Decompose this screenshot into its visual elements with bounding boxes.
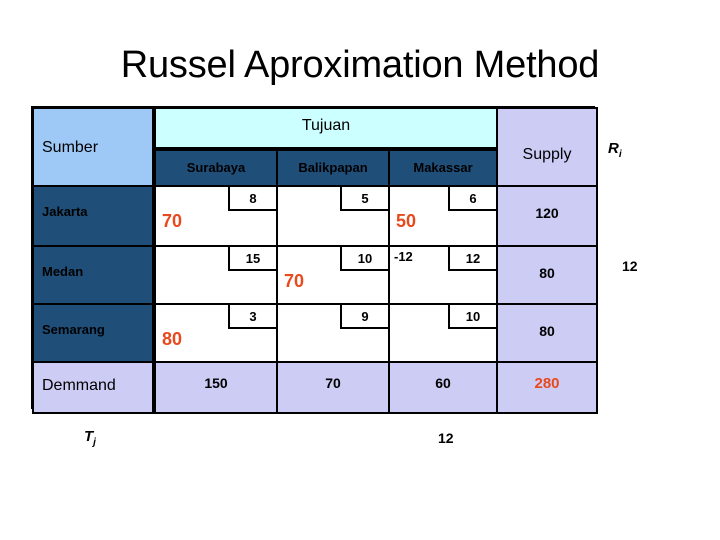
row-label-jakarta: Jakarta <box>32 185 154 247</box>
header-dest-balikpapan: Balikpapan <box>276 149 390 187</box>
header-dest-surabaya-label: Surabaya <box>186 160 246 175</box>
cell-jakarta-balikpapan[interactable]: 5 <box>276 185 390 247</box>
allocation-jakarta-makassar: 50 <box>396 211 417 231</box>
header-tujuan-label: Tujuan <box>301 117 351 134</box>
header-dest-makassar: Makassar <box>388 149 498 187</box>
ri-label: Ri <box>608 140 622 160</box>
cost-semarang-makassar: 10 <box>448 305 496 329</box>
allocation-jakarta-surabaya: 70 <box>162 211 183 231</box>
header-dest-makassar-label: Makassar <box>413 160 473 175</box>
header-dest-surabaya: Surabaya <box>154 149 278 187</box>
demand-surabaya-value: 150 <box>204 375 228 391</box>
header-tujuan: Tujuan <box>154 107 498 149</box>
tj-makassar-value: 12 <box>438 430 454 446</box>
cell-jakarta-makassar[interactable]: 6 50 <box>388 185 498 247</box>
cell-semarang-balikpapan[interactable]: 9 <box>276 303 390 363</box>
cell-medan-surabaya[interactable]: 15 <box>154 245 278 305</box>
cell-semarang-surabaya[interactable]: 3 80 <box>154 303 278 363</box>
cost-medan-surabaya: 15 <box>228 247 276 271</box>
cell-semarang-makassar[interactable]: 10 <box>388 303 498 363</box>
demand-balikpapan: 70 <box>276 361 390 414</box>
cost-jakarta-balikpapan: 5 <box>340 187 388 211</box>
supply-semarang: 80 <box>496 303 598 363</box>
supply-jakarta: 120 <box>496 185 598 247</box>
row-label-medan-text: Medan <box>42 264 84 279</box>
total-value: 280 <box>534 375 560 392</box>
allocation-semarang-surabaya: 80 <box>162 329 183 349</box>
cost-semarang-surabaya: 3 <box>228 305 276 329</box>
cell-medan-makassar[interactable]: -12 12 <box>388 245 498 305</box>
cost-jakarta-makassar: 6 <box>448 187 496 211</box>
supply-medan-value: 80 <box>539 265 555 281</box>
tj-label-subscript: j <box>93 437 97 448</box>
tj-label: Tj <box>84 428 96 448</box>
demand-balikpapan-value: 70 <box>325 375 341 391</box>
supply-jakarta-value: 120 <box>535 205 559 221</box>
ri-medan-value: 12 <box>622 258 638 274</box>
header-dest-balikpapan-label: Balikpapan <box>298 160 368 175</box>
ri-label-main: R <box>608 140 619 157</box>
total-cell: 280 <box>496 361 598 414</box>
ri-label-subscript: i <box>618 149 622 160</box>
delta-medan-makassar: -12 <box>394 249 413 264</box>
header-sumber-label: Sumber <box>42 139 99 156</box>
cost-semarang-balikpapan: 9 <box>340 305 388 329</box>
demand-makassar-value: 60 <box>435 375 451 391</box>
row-label-semarang-text: Semarang <box>42 322 105 337</box>
tj-label-main: T <box>84 428 94 445</box>
cost-jakarta-surabaya: 8 <box>228 187 276 211</box>
header-supply: Supply <box>496 107 598 187</box>
row-label-medan: Medan <box>32 245 154 305</box>
row-label-semarang: Semarang <box>32 303 154 363</box>
demand-surabaya: 150 <box>154 361 278 414</box>
cell-medan-balikpapan[interactable]: 10 70 <box>276 245 390 305</box>
page-title: Russel Aproximation Method <box>120 44 600 86</box>
header-sumber: Sumber <box>32 107 154 187</box>
cell-jakarta-surabaya[interactable]: 8 70 <box>154 185 278 247</box>
demand-makassar: 60 <box>388 361 498 414</box>
row-label-demmand-text: Demmand <box>42 377 116 394</box>
supply-semarang-value: 80 <box>539 323 555 339</box>
allocation-medan-balikpapan: 70 <box>284 271 305 291</box>
cost-medan-balikpapan: 10 <box>340 247 388 271</box>
supply-medan: 80 <box>496 245 598 305</box>
transportation-table: Sumber Tujuan Supply Surabaya Balikpapan… <box>31 106 598 414</box>
cost-medan-makassar: 12 <box>448 247 496 271</box>
row-label-jakarta-text: Jakarta <box>42 204 88 219</box>
header-supply-label: Supply <box>522 146 572 163</box>
row-label-demmand: Demmand <box>32 361 154 414</box>
